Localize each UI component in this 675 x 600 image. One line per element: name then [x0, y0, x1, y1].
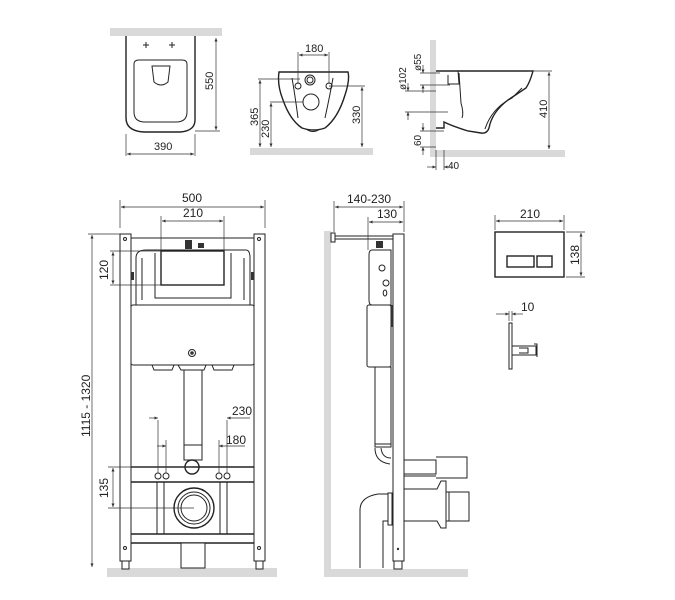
dim-bowl-depth: 550 [204, 72, 216, 90]
dim-access-width: 210 [183, 206, 203, 220]
valve-icon [185, 240, 192, 249]
bowl-front-view: 180 365 230 330 [249, 43, 373, 155]
cistern-side-upper [368, 249, 392, 306]
dim-outlet-diameter: ø102 [398, 67, 409, 90]
dim-depth-range: 140-230 [347, 192, 391, 206]
access-opening [160, 250, 225, 286]
bowl-outline [125, 36, 196, 133]
bowl-front-outline [277, 71, 350, 131]
dim-inlet-height: 230 [260, 120, 272, 138]
flush-pipe [183, 369, 203, 461]
seat-handle [151, 65, 171, 86]
dim-plate-height: 138 [568, 245, 582, 265]
dim-height-range: 1115 - 1320 [79, 374, 93, 437]
dim-bowl-width: 390 [154, 141, 172, 153]
flush-button-small [536, 255, 553, 268]
plate-profile [508, 322, 513, 370]
floor-strip [107, 568, 277, 577]
dim-bolt-spacing: 180 [305, 43, 323, 55]
cistern-body [130, 304, 255, 366]
flush-plate [494, 231, 565, 278]
wall-strip [430, 40, 436, 157]
dim-bowl-height: 410 [538, 100, 550, 118]
seat-outline [133, 59, 188, 123]
dim-plate-width: 210 [520, 207, 540, 221]
frame-side-view: 140-230 130 [324, 192, 470, 577]
right-upright [253, 233, 266, 562]
dim-bolt-height: 330 [351, 106, 363, 124]
dim-inlet-diameter: ø55 [413, 53, 424, 71]
bowl-side-outline [436, 70, 534, 134]
frame-upright [392, 233, 405, 562]
mount-hole-icons [143, 42, 175, 48]
dim-bolt-outer: 230 [232, 404, 252, 418]
flush-pipe-side [374, 366, 392, 448]
cistern-side-lower [366, 304, 392, 368]
dim-outlet-height: 365 [249, 108, 261, 126]
floor-strip [324, 569, 468, 577]
dim-bolt-inner: 180 [226, 433, 246, 447]
floor-strip [250, 148, 373, 155]
frame-front-view: 500 210 120 1115 - 1320 230 180 135 [79, 191, 277, 577]
flush-button-large [506, 255, 535, 268]
left-upright [119, 233, 132, 562]
wall-strip [110, 28, 222, 36]
dim-bottom-offset: 60 [413, 134, 424, 146]
dim-frame-depth: 130 [377, 207, 397, 221]
floor-strip [430, 150, 565, 157]
bowl-top-view: 390 550 [110, 28, 222, 156]
wall-strip [324, 231, 331, 577]
dim-wall-offset: 40 [448, 161, 460, 172]
dim-frame-width: 500 [182, 191, 202, 205]
dim-plate-thickness: 10 [521, 300, 535, 314]
flush-plate-view: 210 138 10 [494, 207, 585, 370]
dim-outlet-offset: 135 [97, 478, 111, 498]
dim-access-height: 120 [97, 260, 111, 280]
bowl-side-view: ø55 ø102 60 40 410 [398, 40, 565, 172]
